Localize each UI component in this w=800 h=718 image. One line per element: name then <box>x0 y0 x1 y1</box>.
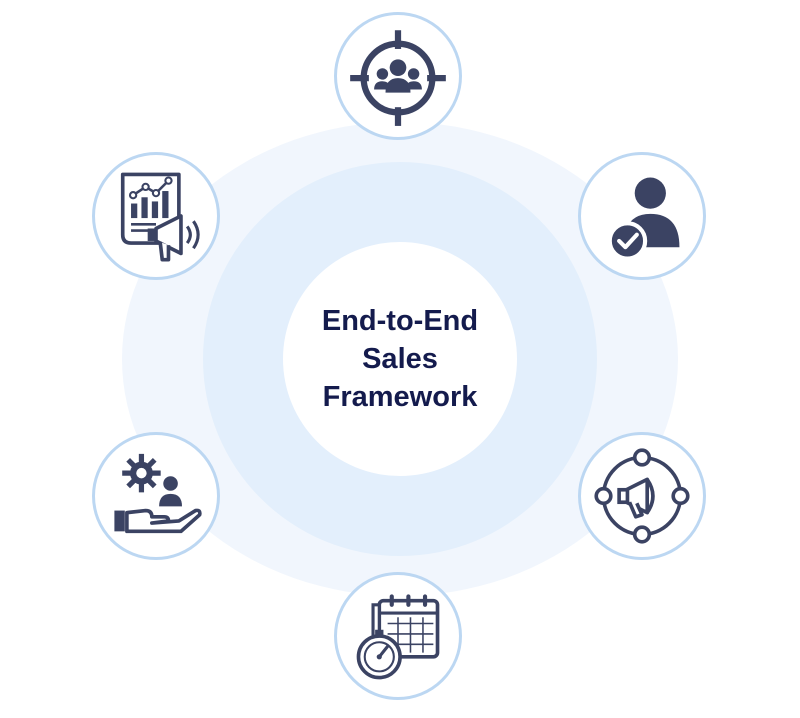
node-target-audience <box>334 12 462 140</box>
center-title: End-to-End Sales Framework <box>322 302 478 416</box>
node-marketing-network <box>578 432 706 560</box>
report-megaphone-icon <box>120 172 200 262</box>
node-verified-user <box>578 152 706 280</box>
verified-user-icon <box>607 177 680 261</box>
calendar-stopwatch-icon <box>356 594 440 680</box>
title-line-2: Sales <box>362 343 438 375</box>
target-audience-icon <box>350 30 446 126</box>
node-customer-service <box>92 432 220 560</box>
customer-service-hand-icon <box>114 453 202 534</box>
center-circle: End-to-End Sales Framework <box>283 242 517 476</box>
title-line-3: Framework <box>322 381 478 413</box>
marketing-network-icon <box>594 448 690 544</box>
node-report-megaphone <box>92 152 220 280</box>
node-calendar-stopwatch <box>334 572 462 700</box>
title-line-1: End-to-End <box>321 305 479 337</box>
